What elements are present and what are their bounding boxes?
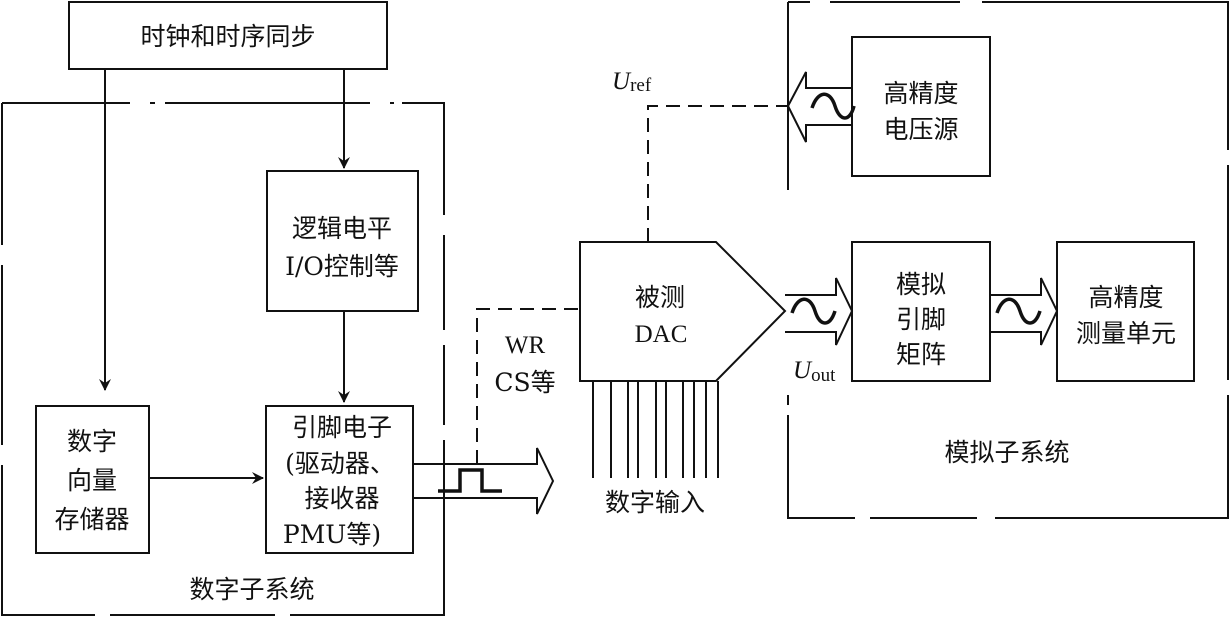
hp-measure-unit-line2: 测量单元 [1076, 319, 1176, 348]
vector-memory-line1: 数字 [67, 427, 117, 456]
vector-memory-line2: 向量 [67, 466, 117, 495]
dac-line2: DAC [635, 321, 688, 348]
clock-sync-label: 时钟和时序同步 [140, 22, 315, 51]
analog-pin-matrix-line1: 模拟 [896, 270, 946, 299]
uref-hollow-arrow-icon [786, 71, 852, 143]
hp-measure-unit-line1: 高精度 [1088, 283, 1163, 312]
logic-io-block: 逻辑电平 I/O控制等 [266, 170, 419, 312]
pin-electronics-line1: 引脚电子 [292, 413, 392, 442]
pin-electronics-line4: PMU等) [283, 520, 381, 549]
analog-pin-matrix-block: 模拟 引脚 矩阵 [851, 241, 991, 382]
dac-line1: 被测 [635, 283, 685, 312]
wr-cs-control-line [476, 308, 580, 464]
cs-label: CS等 [494, 368, 555, 397]
pin-electronics-block: 引脚电子 (驱动器、 接收器 PMU等) [265, 405, 414, 554]
sine-wave-icon [810, 92, 856, 120]
digital-subsystem-label: 数字子系统 [189, 575, 314, 604]
logic-io-line2: I/O控制等 [285, 252, 399, 281]
digital-input-label: 数字输入 [605, 488, 705, 517]
pin-electronics-line2: (驱动器、 [285, 449, 395, 478]
vector-memory-line3: 存储器 [54, 505, 129, 534]
measure-hollow-arrow-icon [990, 277, 1059, 346]
uout-hollow-arrow-icon [785, 277, 854, 346]
uref-label: Uref [612, 68, 652, 96]
logic-io-line1: 逻辑电平 [292, 214, 392, 243]
analog-subsystem-label: 模拟子系统 [944, 438, 1069, 467]
hp-voltage-source-block: 高精度 电压源 [851, 36, 991, 177]
dut-dac-block: 被测 DAC [579, 241, 787, 382]
pulse-icon [438, 468, 502, 493]
pin-electronics-line3: 接收器 [304, 484, 379, 513]
digital-subsystem-boundary [1, 102, 445, 616]
uref-line [647, 105, 788, 242]
sine-wave-icon [790, 297, 837, 325]
vector-memory-block: 数字 向量 存储器 [35, 405, 150, 554]
hp-voltage-source-line1: 高精度 [883, 79, 958, 108]
clock-sync-block: 时钟和时序同步 [68, 1, 388, 70]
digital-input-pins [592, 381, 719, 478]
uout-label: Uout [793, 357, 836, 386]
analog-pin-matrix-line2: 引脚 [896, 305, 946, 334]
analog-subsystem-boundary [787, 1, 1229, 519]
hp-measure-unit-block: 高精度 测量单元 [1056, 241, 1195, 382]
analog-pin-matrix-line3: 矩阵 [896, 340, 946, 369]
hp-voltage-source-line2: 电压源 [883, 115, 958, 144]
sine-wave-icon [995, 297, 1042, 325]
wr-label: WR [505, 332, 546, 359]
digital-output-arrow-icon [413, 447, 555, 515]
